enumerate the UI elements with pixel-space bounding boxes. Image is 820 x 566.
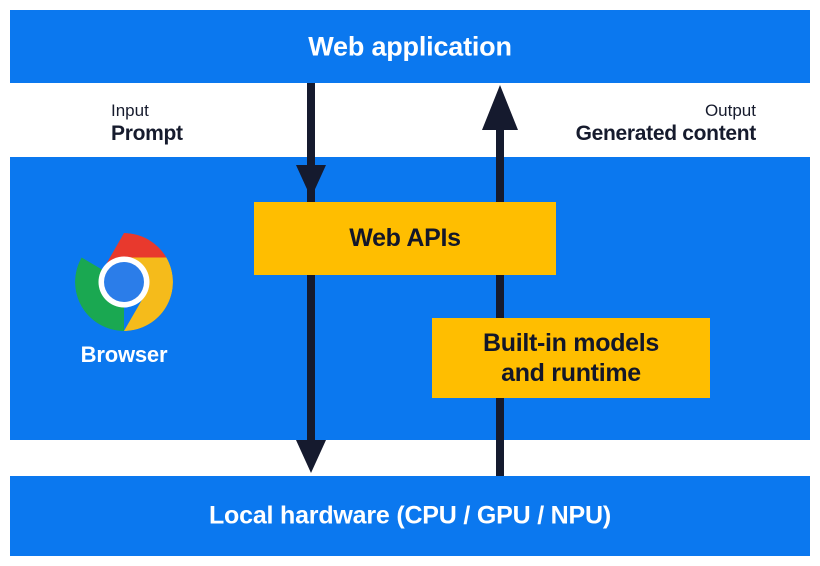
band-local-hardware: Local hardware (CPU / GPU / NPU) bbox=[10, 476, 810, 556]
flow-output-value: Generated content bbox=[575, 122, 757, 146]
box-web-apis-label: Web APIs bbox=[349, 224, 461, 253]
arrow-down-input-icon bbox=[296, 83, 326, 473]
band-web-application: Web application bbox=[10, 10, 810, 83]
box-builtin-models-line1: Built-in models bbox=[482, 328, 660, 357]
band-web-application-label: Web application bbox=[308, 31, 512, 61]
chrome-logo-icon bbox=[75, 233, 173, 331]
flow-label-output: Output Generated content bbox=[575, 100, 757, 147]
box-builtin-models: Built-in models and runtime bbox=[432, 318, 710, 398]
flow-label-input: Input Prompt bbox=[111, 100, 183, 147]
box-web-apis: Web APIs bbox=[254, 202, 556, 275]
browser-block: Browser bbox=[48, 232, 200, 368]
box-builtin-models-label: Built-in models and runtime bbox=[483, 328, 659, 389]
flow-input-value: Prompt bbox=[111, 122, 183, 146]
band-local-hardware-label: Local hardware (CPU / GPU / NPU) bbox=[208, 501, 611, 530]
flow-output-kicker: Output bbox=[704, 101, 756, 120]
arrow-up-output-icon bbox=[482, 85, 518, 476]
browser-label: Browser bbox=[80, 342, 168, 367]
flow-input-kicker: Input bbox=[111, 101, 149, 120]
box-builtin-models-line2: and runtime bbox=[501, 359, 641, 387]
